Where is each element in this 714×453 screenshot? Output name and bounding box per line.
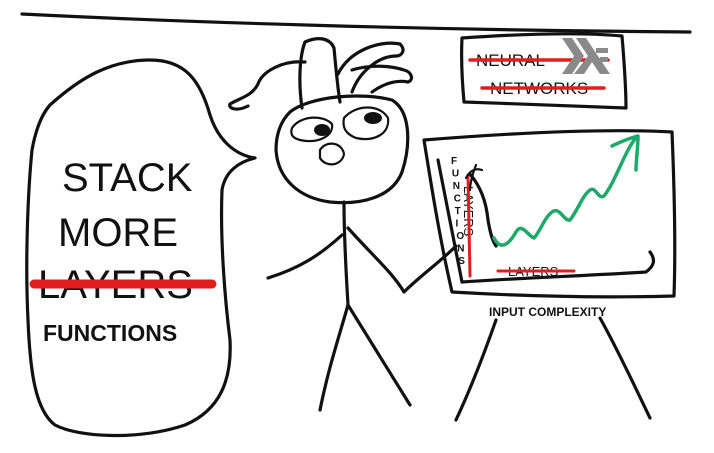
right-arm [346, 226, 458, 294]
left-eye [290, 116, 334, 143]
nose [318, 142, 346, 166]
haskell-logo-icon [562, 38, 610, 74]
y-label-letter: C [454, 194, 461, 205]
y-label-letter: I [456, 219, 459, 230]
y-axis [436, 158, 464, 284]
y-label-letter: N [457, 244, 464, 255]
y-label-letter: S [458, 256, 465, 267]
bubble-line-more: MORE [58, 211, 178, 255]
right-leg [346, 303, 412, 407]
y-label-letter: N [453, 181, 460, 192]
neural-networks-sign: NEURAL NETWORKS [460, 32, 628, 110]
left-leg [318, 303, 350, 412]
right-eye [342, 106, 390, 141]
speech-bubble: STACK MORE LAYERS FUNCTIONS [25, 58, 257, 438]
left-arm [266, 233, 344, 280]
y-label-letter: U [452, 169, 459, 180]
trend-dip-line [468, 172, 498, 248]
body-line [342, 200, 350, 307]
jester-head [274, 94, 410, 205]
easel-leg-right [598, 316, 652, 420]
speech-bubble-outline [25, 58, 257, 438]
trend-dip-arrow [464, 163, 484, 192]
bubble-line-stack: STACK [62, 156, 193, 200]
trend-arrow-head [610, 134, 640, 172]
right-pupil [364, 112, 382, 124]
y-label-letter: O [456, 231, 464, 242]
x-axis [460, 250, 656, 284]
board-frame [422, 129, 677, 299]
ceiling-line [20, 12, 692, 34]
jester-hat [228, 37, 414, 111]
easel-leg-left [454, 318, 498, 422]
y-label-letter: F [451, 156, 457, 167]
sign-frame [460, 32, 628, 110]
trend-growth-line [492, 136, 638, 247]
x-caption-input-complexity: INPUT COMPLEXITY [489, 305, 606, 319]
y-label-strike [466, 174, 472, 278]
left-pupil [314, 124, 330, 136]
y-label-letter: T [455, 206, 461, 217]
jester-figure [228, 37, 458, 412]
bubble-replacement-functions: FUNCTIONS [43, 320, 177, 346]
